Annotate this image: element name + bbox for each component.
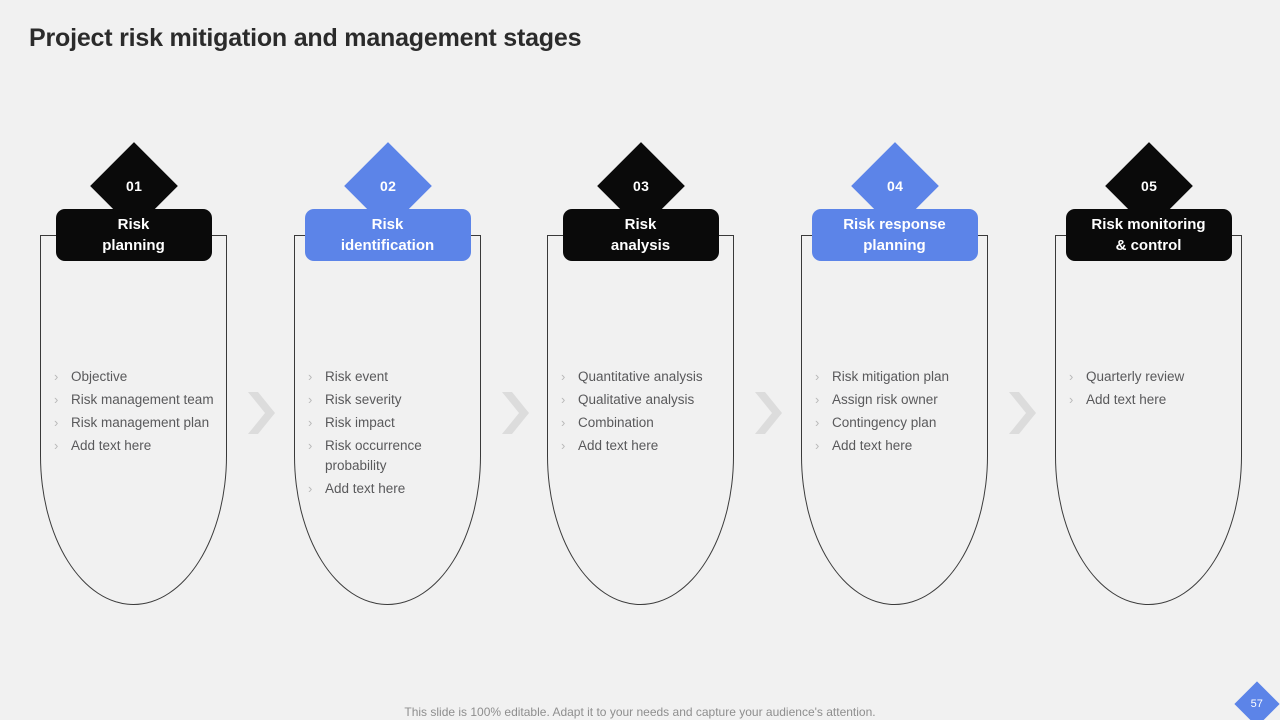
stage-title-label: Risk analysis [610, 215, 671, 254]
list-item[interactable]: › Risk mitigation plan [815, 367, 987, 387]
stage-card-03 [547, 235, 734, 605]
stage-number-label: 04 [886, 178, 903, 194]
stage-number-label: 03 [632, 178, 649, 194]
stage-title-label: Risk identification [340, 215, 435, 254]
list-item-label: Add text here [578, 438, 659, 453]
list-item-label: Risk impact [325, 415, 395, 430]
chevron-right-icon: › [815, 415, 820, 430]
stage-card-01 [40, 235, 227, 605]
stage-number-label: 01 [125, 178, 142, 194]
list-item-label: Add text here [832, 438, 913, 453]
list-item[interactable]: › Assign risk owner [815, 390, 987, 410]
list-item[interactable]: › Add text here [308, 479, 480, 499]
list-item[interactable]: › Risk impact [308, 413, 480, 433]
stage-header-01[interactable]: Risk planning [55, 209, 212, 261]
stage-title-label: Risk planning [102, 215, 165, 254]
chevron-right-icon: › [308, 438, 313, 453]
chevron-right-icon: › [54, 369, 59, 384]
stage-bullet-list-02: › Risk event › Risk severity › Risk impact › Ri… [308, 367, 480, 502]
list-item[interactable]: › Quantitative analysis [561, 367, 733, 387]
list-item-label: Add text here [325, 481, 406, 496]
list-item-label: Risk management plan [71, 415, 210, 430]
list-item-label: Contingency plan [832, 415, 937, 430]
list-item-label: Quantitative analysis [578, 369, 703, 384]
list-item[interactable]: › Risk management team [54, 390, 226, 410]
stage-header-05[interactable]: Risk monitoring & control [1065, 209, 1232, 261]
list-item-label: Assign risk owner [832, 392, 938, 407]
list-item-label: Quarterly review [1086, 369, 1185, 384]
list-item-label: Combination [578, 415, 654, 430]
list-item[interactable]: › Risk occurrence probability [308, 436, 480, 476]
stage-title-label: Risk response planning [843, 215, 946, 254]
chevron-right-icon: › [561, 415, 566, 430]
chevron-right-icon: › [308, 415, 313, 430]
list-item-label: Risk event [325, 369, 389, 384]
page-number-label: 57 [1250, 697, 1264, 710]
flow-arrow-3 [753, 389, 787, 437]
list-item-label: Add text here [1086, 392, 1167, 407]
stage-header-03[interactable]: Risk analysis [562, 209, 719, 261]
chevron-right-icon: › [308, 481, 313, 496]
list-item[interactable]: › Combination [561, 413, 733, 433]
stage-bullet-list-04: ›Risk mitigation plan›Assign risk owner›… [815, 367, 987, 459]
stage-card-05 [1055, 235, 1242, 605]
list-item[interactable]: › Add text here [54, 436, 226, 456]
flow-arrow-1 [246, 389, 280, 437]
chevron-right-icon: › [815, 438, 820, 453]
chevron-right-icon: › [561, 392, 566, 407]
list-item[interactable]: › Qualitative analysis [561, 390, 733, 410]
list-item-label: Risk management team [71, 392, 214, 407]
chevron-right-icon: › [308, 369, 313, 384]
stage-header-02[interactable]: Risk identification [304, 209, 471, 261]
list-item[interactable]: › Objective [54, 367, 226, 387]
stage-bullet-list-05: › Quarterly review › Add text here [1069, 367, 1241, 413]
flow-arrow-4 [1007, 389, 1041, 437]
chevron-right-icon: › [561, 369, 566, 384]
chevron-right-icon: › [815, 392, 820, 407]
stage-card-02 [294, 235, 481, 605]
list-item[interactable]: › Risk event [308, 367, 480, 387]
list-item[interactable]: › Risk severity [308, 390, 480, 410]
chevron-right-icon: › [54, 438, 59, 453]
chevron-right-icon: › [54, 415, 59, 430]
list-item[interactable]: › Add text here [1069, 390, 1241, 410]
page-title: Project risk mitigation and management s… [29, 24, 582, 52]
chevron-right-icon: › [1069, 369, 1074, 384]
list-item-label: Objective [71, 369, 128, 384]
list-item-label: Risk occurrence probability [325, 438, 422, 473]
footer-note: This slide is 100% editable. Adapt it to… [404, 705, 876, 719]
list-item-label: Risk severity [325, 392, 402, 407]
stage-bullet-list-03: › Quantitative analysis › Qualitative analy… [561, 367, 733, 459]
list-item[interactable]: › Add text here [561, 436, 733, 456]
stage-header-04[interactable]: Risk response planning [811, 209, 978, 261]
chevron-right-icon: › [54, 392, 59, 407]
list-item[interactable]: › Contingency plan [815, 413, 987, 433]
list-item[interactable]: › Add text here [815, 436, 987, 456]
list-item-label: Risk mitigation plan [832, 369, 950, 384]
list-item[interactable]: › Risk management plan [54, 413, 226, 433]
flow-arrow-2 [500, 389, 534, 437]
stage-bullet-list-01: › Objective › Risk management team › Risk man… [54, 367, 226, 459]
chevron-right-icon: › [815, 369, 820, 384]
list-item[interactable]: › Quarterly review [1069, 367, 1241, 387]
chevron-right-icon: › [308, 392, 313, 407]
list-item-label: Add text here [71, 438, 152, 453]
stage-number-label: 02 [379, 178, 396, 194]
chevron-right-icon: › [1069, 392, 1074, 407]
list-item-label: Qualitative analysis [578, 392, 695, 407]
chevron-right-icon: › [561, 438, 566, 453]
stage-title-label: Risk monitoring & control [1091, 215, 1206, 254]
stage-number-label: 05 [1140, 178, 1157, 194]
stage-card-04 [801, 235, 988, 605]
